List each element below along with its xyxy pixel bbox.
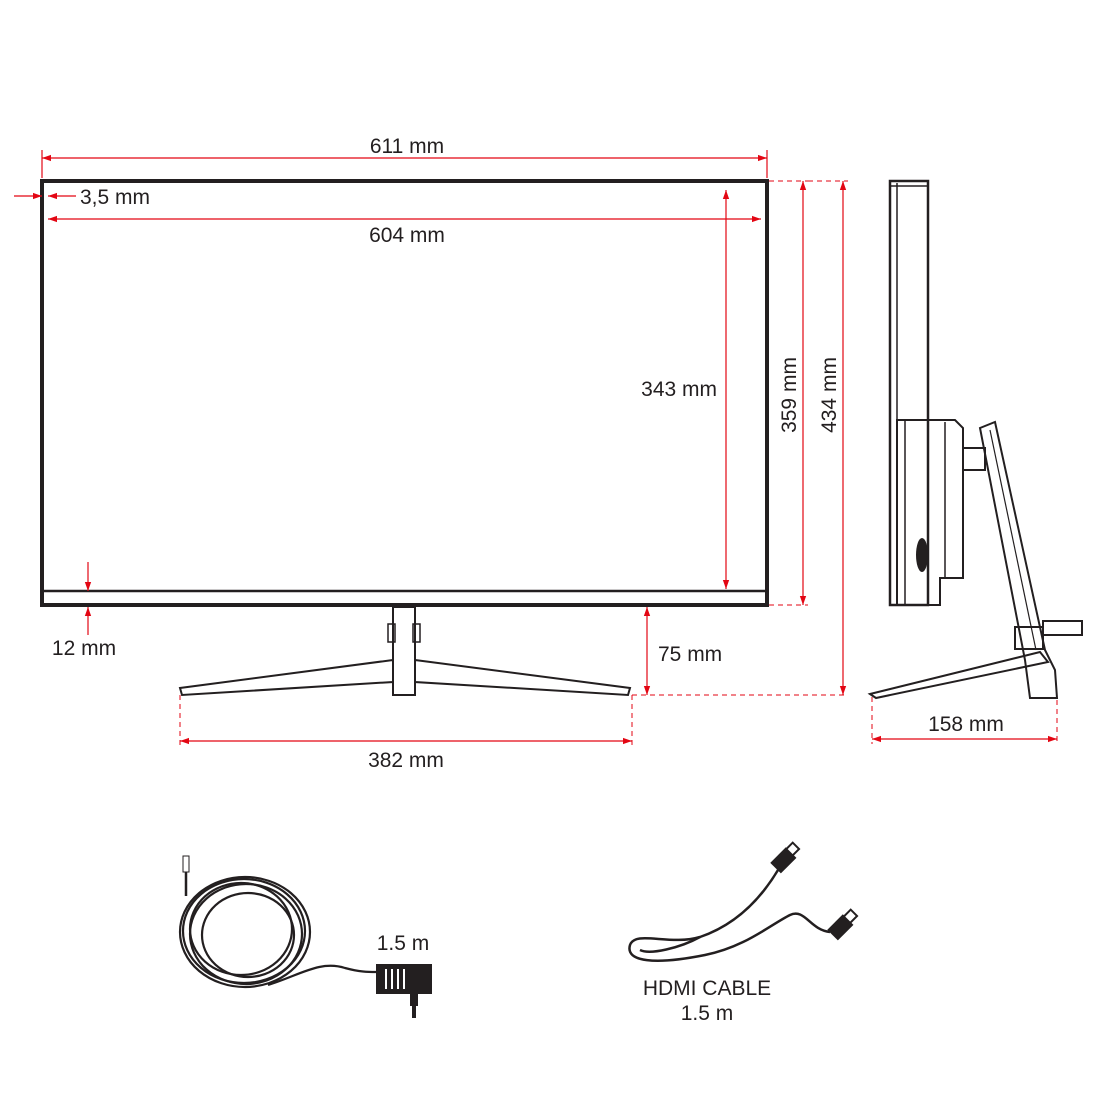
- dimension-labels: 611 mm 3,5 mm 604 mm 343 mm 359 mm 434 m…: [52, 135, 1004, 772]
- monitor-frame: [40, 179, 769, 607]
- hdmi-cable: HDMI CABLE 1.5 m: [628, 841, 859, 1025]
- label-depth: 158 mm: [928, 713, 1004, 736]
- label-power-cable-length: 1.5 m: [377, 932, 430, 955]
- label-screen-width: 604 mm: [369, 224, 445, 247]
- label-bottom-bezel: 12 mm: [52, 637, 116, 660]
- side-base: [867, 650, 1050, 700]
- label-stand-width: 382 mm: [368, 749, 444, 772]
- label-total-height: 434 mm: [818, 357, 841, 433]
- side-rear-housing: [896, 419, 964, 606]
- label-screen-height: 343 mm: [641, 378, 717, 401]
- hdmi-connector-top: [770, 841, 801, 874]
- side-bracket: [962, 447, 986, 471]
- label-stand-height: 75 mm: [658, 643, 722, 666]
- hdmi-connector-bottom: [827, 908, 859, 941]
- hdmi-cable-wire: [628, 869, 831, 962]
- label-panel-height: 359 mm: [778, 357, 801, 433]
- label-hdmi-cable: HDMI CABLE: [643, 977, 771, 1000]
- label-hdmi-length: 1.5 m: [681, 1002, 734, 1025]
- side-view: [867, 179, 1083, 700]
- power-cable-coil: [178, 875, 312, 989]
- label-bezel: 3,5 mm: [80, 186, 150, 209]
- front-view: [40, 179, 769, 697]
- label-total-width: 611 mm: [370, 135, 444, 158]
- stand-left-leg: [178, 658, 394, 697]
- dimension-lines: [14, 150, 1058, 746]
- stand-right-leg: [414, 658, 632, 697]
- side-knob: [916, 538, 928, 572]
- power-plug-tip: [182, 855, 190, 873]
- power-adapter-vents: [385, 969, 405, 989]
- power-cable-tail: [267, 964, 377, 987]
- stand-neck: [387, 606, 421, 696]
- power-adapter: 1.5 m: [178, 855, 432, 1018]
